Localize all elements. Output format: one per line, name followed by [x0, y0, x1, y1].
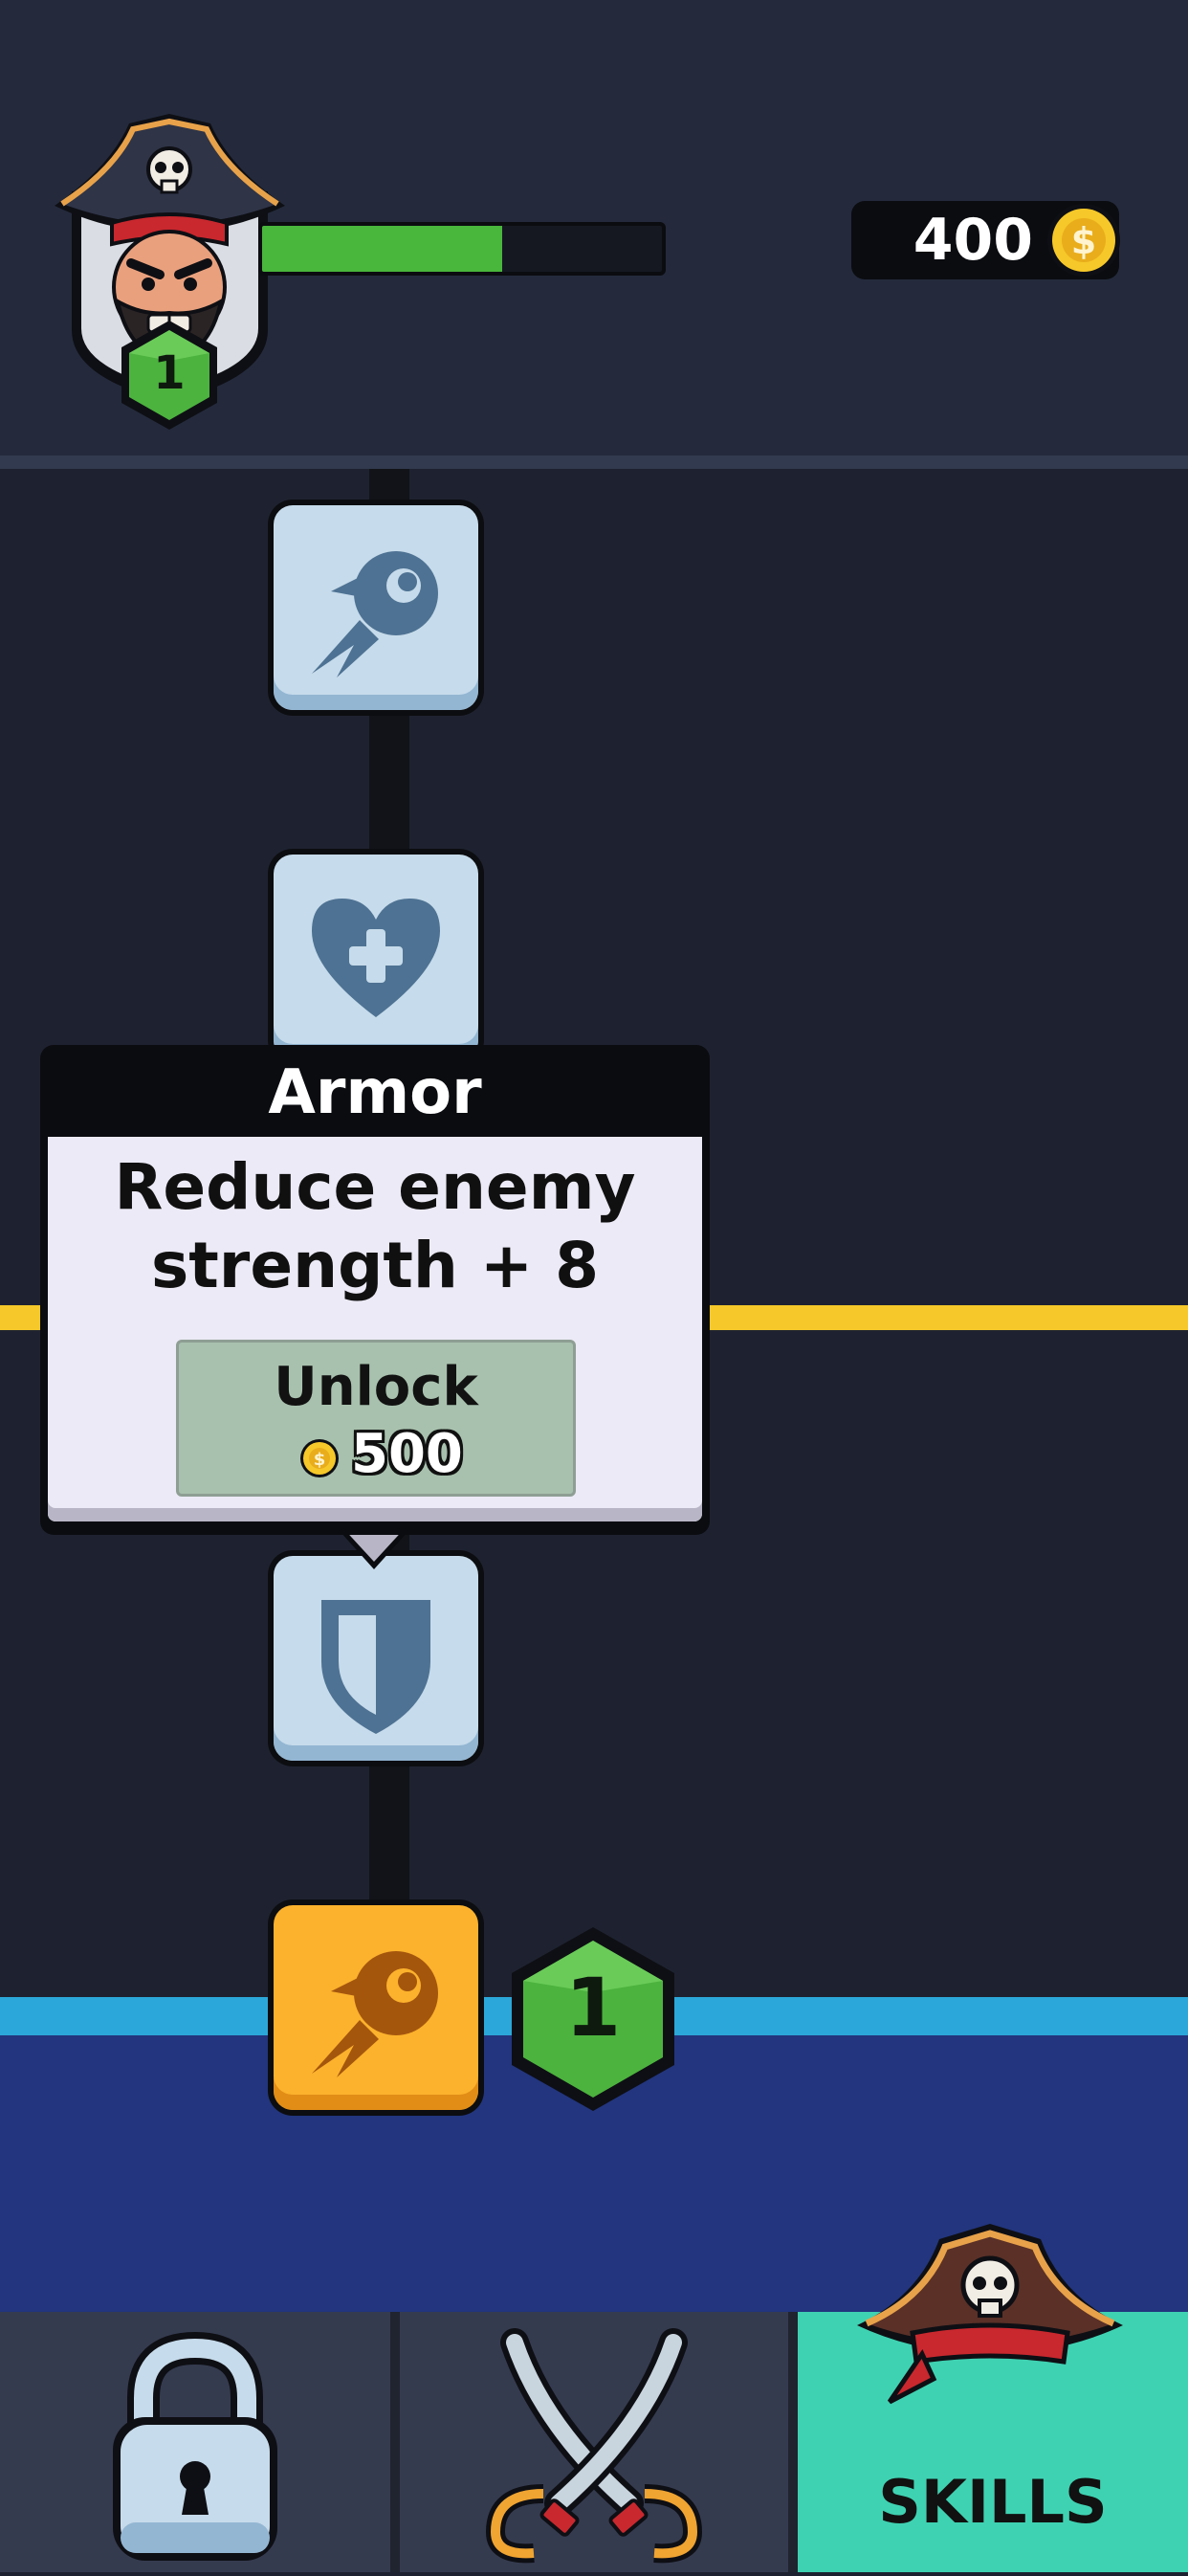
skill-node-power[interactable]	[268, 1899, 484, 2116]
comet-icon	[312, 551, 438, 677]
skill-level-badge	[512, 1927, 674, 2111]
coin-icon: $	[1047, 204, 1120, 277]
coin-amount: 400	[913, 207, 1033, 274]
tooltip-description-line1: Reduce enemy	[114, 1150, 636, 1224]
pirate-avatar[interactable]	[53, 110, 287, 435]
unlock-button[interactable]: Unlock $ 500	[176, 1340, 576, 1497]
nav-tab-skills-label: SKILLS	[878, 2467, 1108, 2537]
unlock-price-value: 500	[351, 1423, 463, 1485]
comet-icon	[312, 1951, 438, 2077]
header-divider	[0, 455, 1188, 469]
skill-node-armor[interactable]	[268, 1550, 484, 1766]
nav-separator	[390, 2312, 400, 2572]
xp-bar-fill	[262, 226, 502, 272]
xp-bar	[258, 222, 666, 276]
tooltip-description-line2: strength + 8	[150, 1229, 600, 1302]
heart-plus-icon	[312, 899, 440, 1017]
lock-icon	[113, 2331, 277, 2561]
coin-icon: $	[300, 1439, 339, 1477]
tooltip-description: Reduce enemy strength + 8	[48, 1148, 702, 1305]
coin-symbol: $	[1071, 220, 1096, 262]
coin-symbol: $	[314, 1450, 326, 1470]
tooltip-body: Reduce enemy strength + 8	[48, 1137, 702, 1521]
nav-tab-battle[interactable]	[400, 2312, 788, 2572]
nav-separator	[788, 2312, 798, 2572]
unlock-price: $ 500	[179, 1419, 573, 1486]
pirate-hat-icon	[857, 2224, 1123, 2405]
crossed-swords-icon	[485, 2328, 703, 2564]
shield-icon	[321, 1600, 430, 1734]
skill-node-speed[interactable]	[268, 500, 484, 716]
nav-tab-locked[interactable]	[0, 2312, 390, 2572]
tooltip-title: Armor	[268, 1057, 482, 1128]
skill-level-value: 1	[564, 1961, 622, 2054]
unlock-button-label: Unlock	[274, 1356, 478, 1418]
player-level: 1	[153, 346, 186, 400]
skill-node-health[interactable]	[268, 849, 484, 1065]
